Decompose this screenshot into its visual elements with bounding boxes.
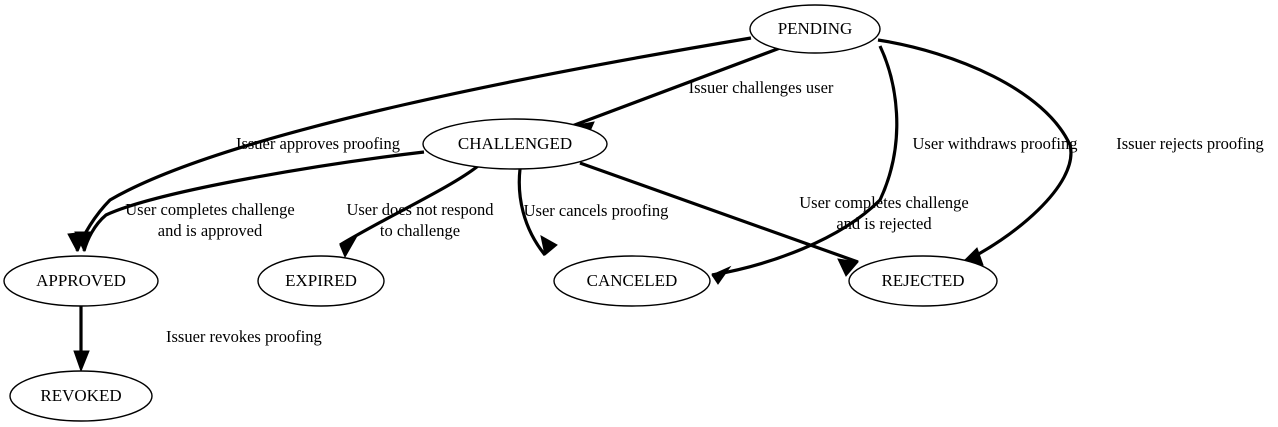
- edge-label-line: Issuer approves proofing: [236, 134, 400, 153]
- node-label-revoked: REVOKED: [40, 386, 121, 405]
- edge-challenged-canceled: [517, 168, 558, 257]
- node-shape-revoked: [9, 370, 153, 422]
- edge-label-approved-revoked: Issuer revokes proofing: [166, 327, 322, 346]
- arrowhead-approved-revoked: [73, 350, 90, 373]
- edge-label-line: Issuer challenges user: [689, 78, 834, 97]
- node-label-canceled: CANCELED: [587, 271, 678, 290]
- edge-line-pending-challenged: [571, 46, 781, 128]
- node-shape-canceled: [553, 255, 711, 307]
- node-shape-approved: [3, 255, 159, 307]
- arrowhead-challenged-canceled: [540, 235, 558, 256]
- edge-label-line: User completes challenge: [125, 200, 295, 219]
- edge-line-pending-approved: [75, 36, 752, 252]
- node-label-expired: EXPIRED: [285, 271, 357, 290]
- edge-line-challenged-expired: [339, 164, 479, 247]
- edge-pending-canceled: [711, 45, 899, 285]
- node-shape-rejected: [848, 255, 998, 307]
- edge-label-line: User does not respond: [346, 200, 494, 219]
- edge-label-pending-rejected: Issuer rejects proofing: [1116, 134, 1264, 153]
- arrowhead-pending-canceled: [711, 265, 732, 285]
- edge-label-line: Issuer rejects proofing: [1116, 134, 1264, 153]
- arrowhead-challenged-expired: [339, 234, 359, 259]
- node-shape-pending: [749, 4, 881, 54]
- edge-label-pending-canceled: User withdraws proofing: [913, 134, 1078, 153]
- edge-label-challenged-rejected: User completes challenge and is rejected: [799, 193, 969, 233]
- edge-label-challenged-expired: User does not respond to challenge: [346, 200, 494, 240]
- edge-label-line: to challenge: [380, 221, 460, 240]
- node-shape-challenged: [422, 118, 608, 170]
- nodes-layer: PENDING CHALLENGED APPROVED EXPIRED CANCELED…: [3, 4, 998, 422]
- edge-line-pending-canceled: [711, 45, 899, 277]
- edge-label-line: User cancels proofing: [524, 201, 669, 220]
- edge-label-line: and is rejected: [836, 214, 932, 233]
- state-node-rejected[interactable]: REJECTED: [848, 255, 998, 307]
- edge-label-line: Issuer revokes proofing: [166, 327, 322, 346]
- arrowhead-challenged-rejected: [837, 258, 859, 277]
- edge-label-pending-challenged: Issuer challenges user: [689, 78, 834, 97]
- state-node-pending[interactable]: PENDING: [749, 4, 881, 54]
- edge-label-challenged-approved: User completes challenge and is approved: [125, 200, 295, 240]
- state-node-canceled[interactable]: CANCELED: [553, 255, 711, 307]
- edge-line-challenged-canceled: [517, 168, 547, 257]
- edge-label-line: User completes challenge: [799, 193, 969, 212]
- node-label-challenged: CHALLENGED: [458, 134, 572, 153]
- state-node-expired[interactable]: EXPIRED: [257, 255, 385, 307]
- edge-label-pending-approved: Issuer approves proofing: [236, 134, 400, 153]
- node-label-approved: APPROVED: [36, 271, 126, 290]
- node-shape-expired: [257, 255, 385, 307]
- edge-label-challenged-canceled: User cancels proofing: [524, 201, 669, 220]
- state-node-approved[interactable]: APPROVED: [3, 255, 159, 307]
- state-node-challenged[interactable]: CHALLENGED: [422, 118, 608, 170]
- edge-approved-revoked: [73, 306, 90, 373]
- edge-challenged-approved: [74, 150, 425, 253]
- edge-label-line: User withdraws proofing: [913, 134, 1078, 153]
- state-node-revoked[interactable]: REVOKED: [9, 370, 153, 422]
- edge-line-pending-rejected: [877, 38, 1073, 264]
- edge-label-line: and is approved: [158, 221, 263, 240]
- arrowhead-challenged-approved: [74, 231, 93, 253]
- edge-challenged-expired: [339, 164, 479, 259]
- node-label-rejected: REJECTED: [881, 271, 964, 290]
- node-label-pending: PENDING: [778, 19, 853, 38]
